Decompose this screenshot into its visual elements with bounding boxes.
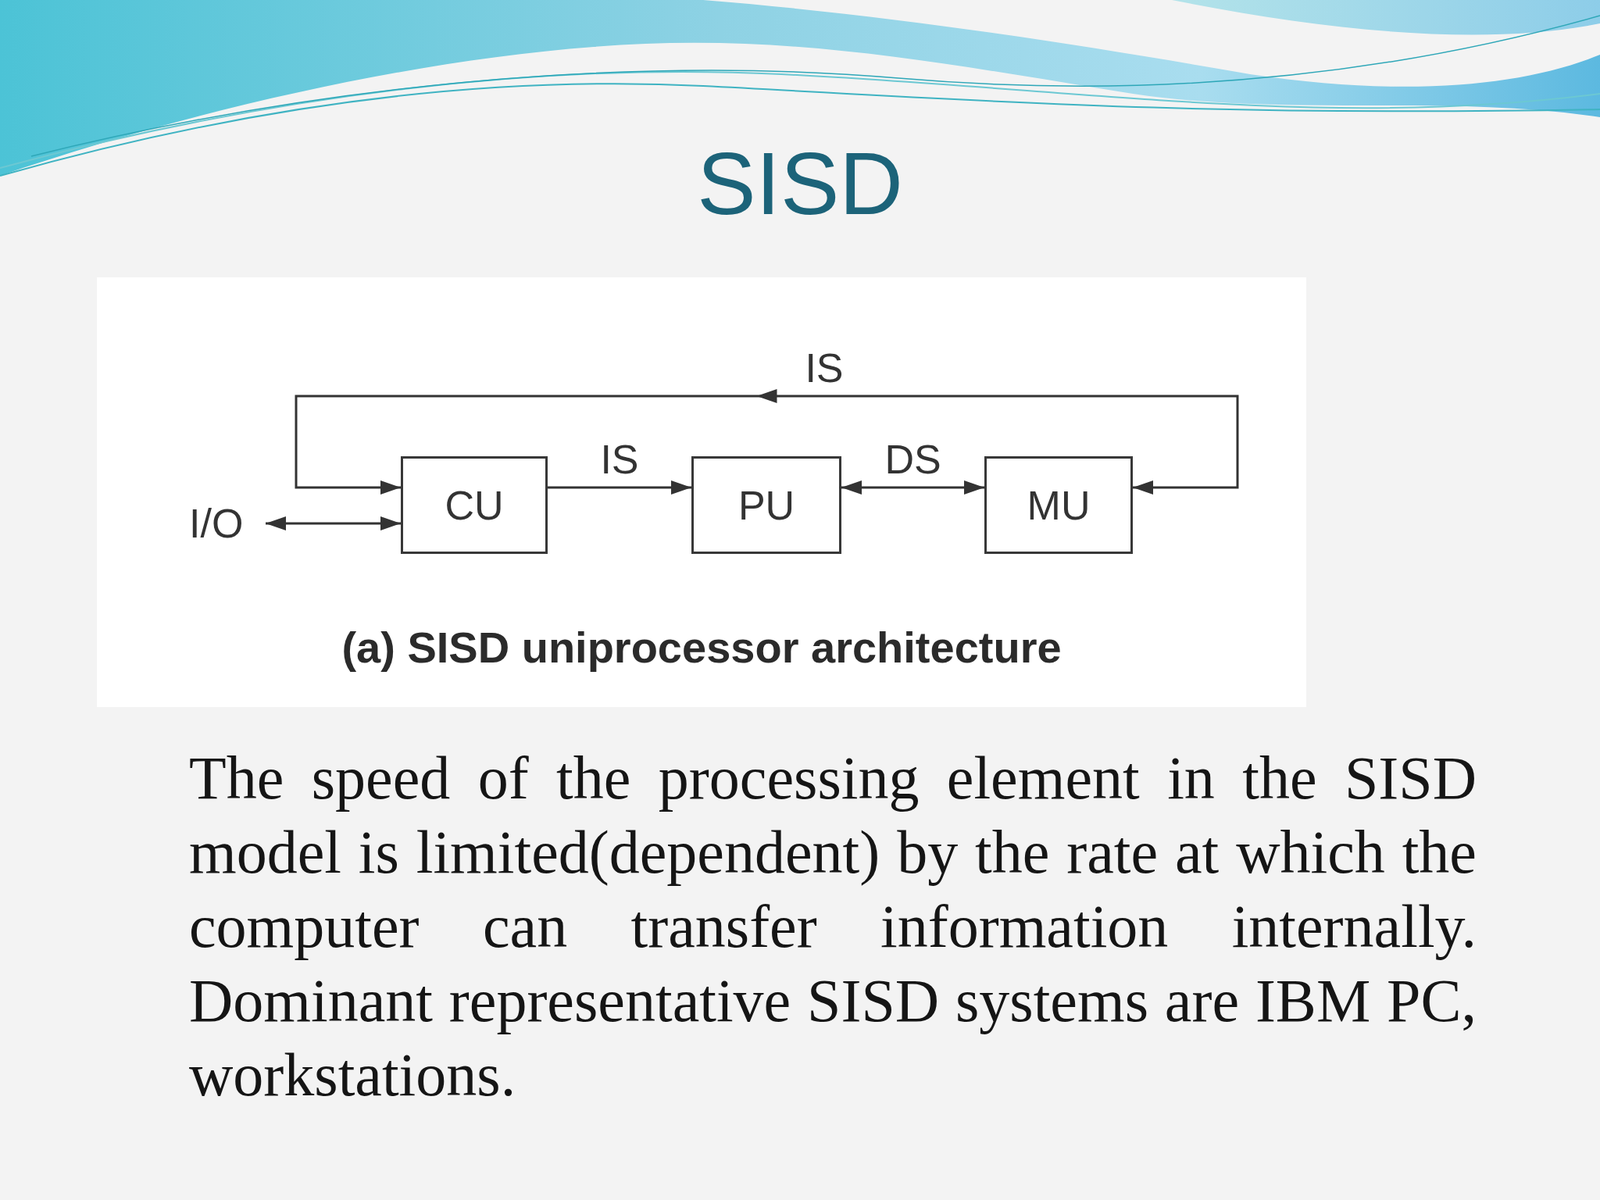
unit-name: MU [1027, 485, 1091, 526]
io-arrow [265, 522, 401, 525]
slide-title: SISD [0, 131, 1600, 238]
stream-label: IS [596, 439, 642, 480]
stream-label: IS [801, 347, 847, 389]
stream-label: DS [881, 439, 944, 480]
unit-box: CU [400, 456, 548, 554]
figure-caption: (a) SISD uniprocessor architecture [96, 621, 1307, 674]
unit-name: PU [738, 485, 795, 526]
body-paragraph: The speed of the processing element in t… [189, 740, 1477, 1112]
unit-box: PU [691, 456, 842, 554]
io-label: I/O [189, 503, 243, 544]
unit-box: MU [984, 456, 1133, 554]
stream-connector [841, 486, 985, 490]
unit-name: CU [444, 485, 504, 526]
wave-accent [1171, 0, 1600, 35]
stream-connector [547, 486, 692, 490]
